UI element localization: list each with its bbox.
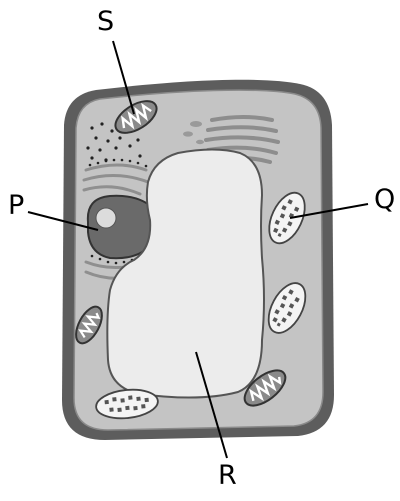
label-s: S [97, 8, 114, 35]
label-q: Q [374, 186, 395, 213]
label-r: R [218, 462, 237, 489]
nucleolus [96, 208, 116, 228]
label-p: P [8, 192, 24, 219]
